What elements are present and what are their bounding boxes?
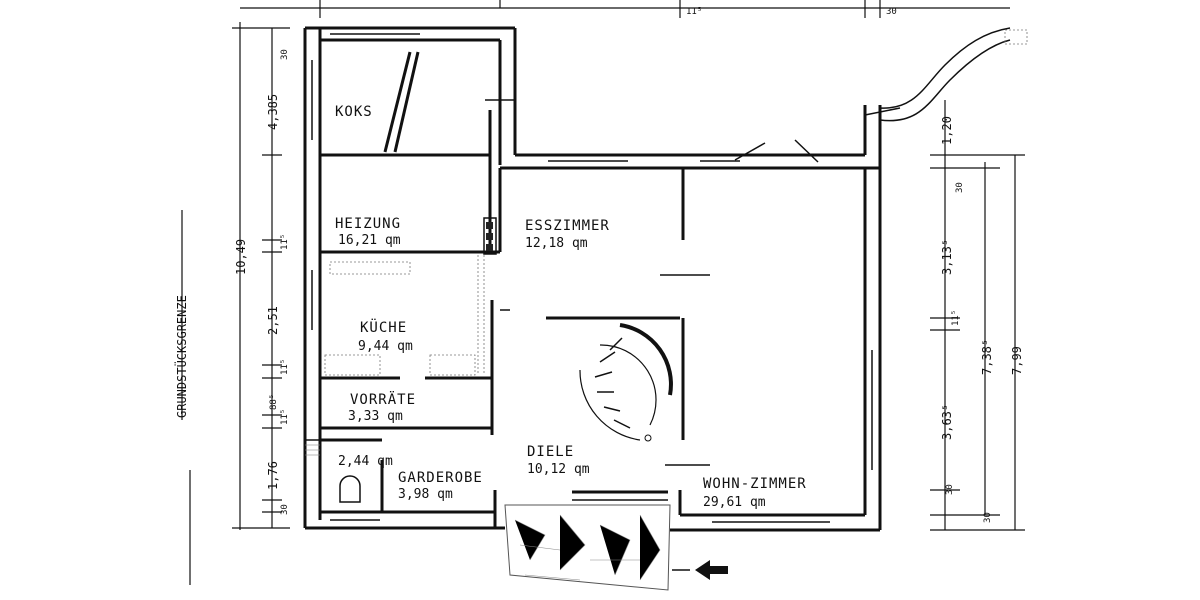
dim-wohnzimmer: 3,63⁵ xyxy=(940,404,954,440)
property-boundary-label: GRUNDSTÜCKSGRENZE xyxy=(173,295,189,418)
dim-right-middle: 7,38⁵ xyxy=(980,339,994,375)
dim-right-wall-1: 30 xyxy=(955,182,965,193)
chimney xyxy=(483,217,497,255)
top-dimension-line: 11⁵ 30 xyxy=(240,0,1010,18)
room-wohnzimmer-area: 29,61 qm xyxy=(703,495,766,510)
room-wohnzimmer-name: WOHN-ZIMMER xyxy=(703,476,807,492)
top-dim-1: 11⁵ xyxy=(686,7,702,17)
interior-walls xyxy=(320,51,710,528)
room-koks-name: KOKS xyxy=(335,104,373,120)
spiral-staircase xyxy=(579,323,673,442)
wc-symbol xyxy=(305,439,361,503)
room-labels: KOKS HEIZUNG 16,21 qm ESSZIMMER 12,18 qm… xyxy=(335,104,807,510)
door-swings xyxy=(734,107,901,163)
dim-koks-heizung: 4,385 xyxy=(266,94,280,130)
entrance-arrow-icon xyxy=(672,560,728,580)
dim-esszimmer: 3,13⁵ xyxy=(940,239,954,275)
dim-right-outer: 7,99 xyxy=(1010,346,1024,375)
room-diele-area: 10,12 qm xyxy=(527,462,590,477)
right-dimensions: 7,99 7,38⁵ 1,20 3,13⁵ 3,63⁵ 30 30 30 11⁵ xyxy=(930,100,1025,531)
dim-kueche: 2,51 xyxy=(266,306,280,335)
room-kueche-name: KÜCHE xyxy=(360,318,407,336)
room-garderobe-name: GARDEROBE xyxy=(398,470,483,486)
room-esszimmer-name: ESSZIMMER xyxy=(525,218,610,234)
dim-right-wall-4: 11⁵ xyxy=(951,310,961,326)
room-esszimmer-area: 12,18 qm xyxy=(525,236,588,251)
room-wc-area: 2,44 qm xyxy=(338,454,393,469)
dim-right-top: 1,20 xyxy=(940,116,954,145)
kitchen-fittings xyxy=(324,255,485,376)
top-dim-2: 30 xyxy=(886,7,897,17)
outer-walls xyxy=(303,26,882,532)
dim-wall-3: 11⁵ xyxy=(280,409,290,425)
room-heizung-name: HEIZUNG xyxy=(335,216,401,232)
dim-garderobe: 1,76 xyxy=(266,461,280,490)
room-diele-name: DIELE xyxy=(527,444,574,460)
left-dimensions: 10,49 4,385 2,51 1,76 88⁵ 30 30 11⁵ 11⁵ … xyxy=(173,22,290,585)
dim-bottom-wall: 30 xyxy=(280,504,290,515)
dim-right-wall-2: 30 xyxy=(945,484,955,495)
garden-wall xyxy=(879,27,1028,122)
dim-right-wall-3: 30 xyxy=(983,512,993,523)
windows xyxy=(311,33,873,523)
room-vorraete-area: 3,33 qm xyxy=(348,409,403,424)
room-vorraete-name: VORRÄTE xyxy=(350,390,416,408)
dim-vorraete: 88⁵ xyxy=(269,394,279,410)
dim-wall-2: 11⁵ xyxy=(280,359,290,375)
dim-left-outer: 10,49 xyxy=(234,239,248,275)
room-heizung-area: 16,21 qm xyxy=(338,233,401,248)
dim-wall-1: 11⁵ xyxy=(280,234,290,250)
room-kueche-area: 9,44 qm xyxy=(358,339,413,354)
entrance-paving xyxy=(504,504,671,591)
room-garderobe-area: 3,98 qm xyxy=(398,487,453,502)
dim-top-wall: 30 xyxy=(280,49,290,60)
